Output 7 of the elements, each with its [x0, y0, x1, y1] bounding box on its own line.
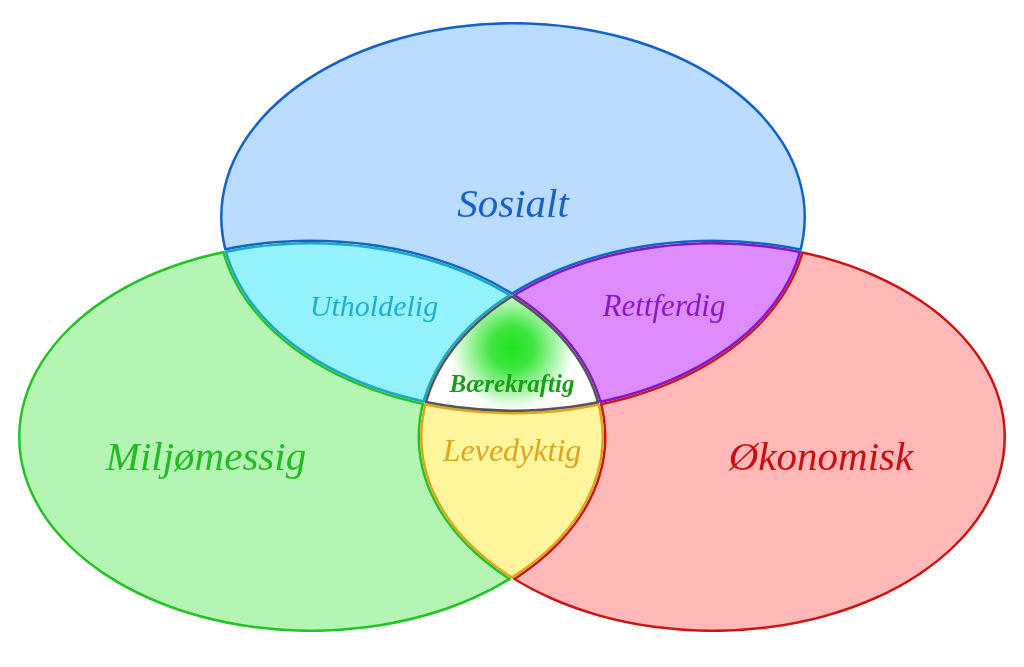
overlap-label: Levedyktig — [442, 434, 582, 466]
center-label: Bærekraftig — [449, 370, 575, 396]
set-label: Miljømessig — [105, 435, 307, 477]
overlap-label: Rettferdig — [602, 289, 726, 321]
overlap-label: Utholdelig — [309, 291, 439, 321]
set-label: Sosialt — [457, 182, 569, 224]
set-label: Økonomisk — [728, 435, 914, 477]
